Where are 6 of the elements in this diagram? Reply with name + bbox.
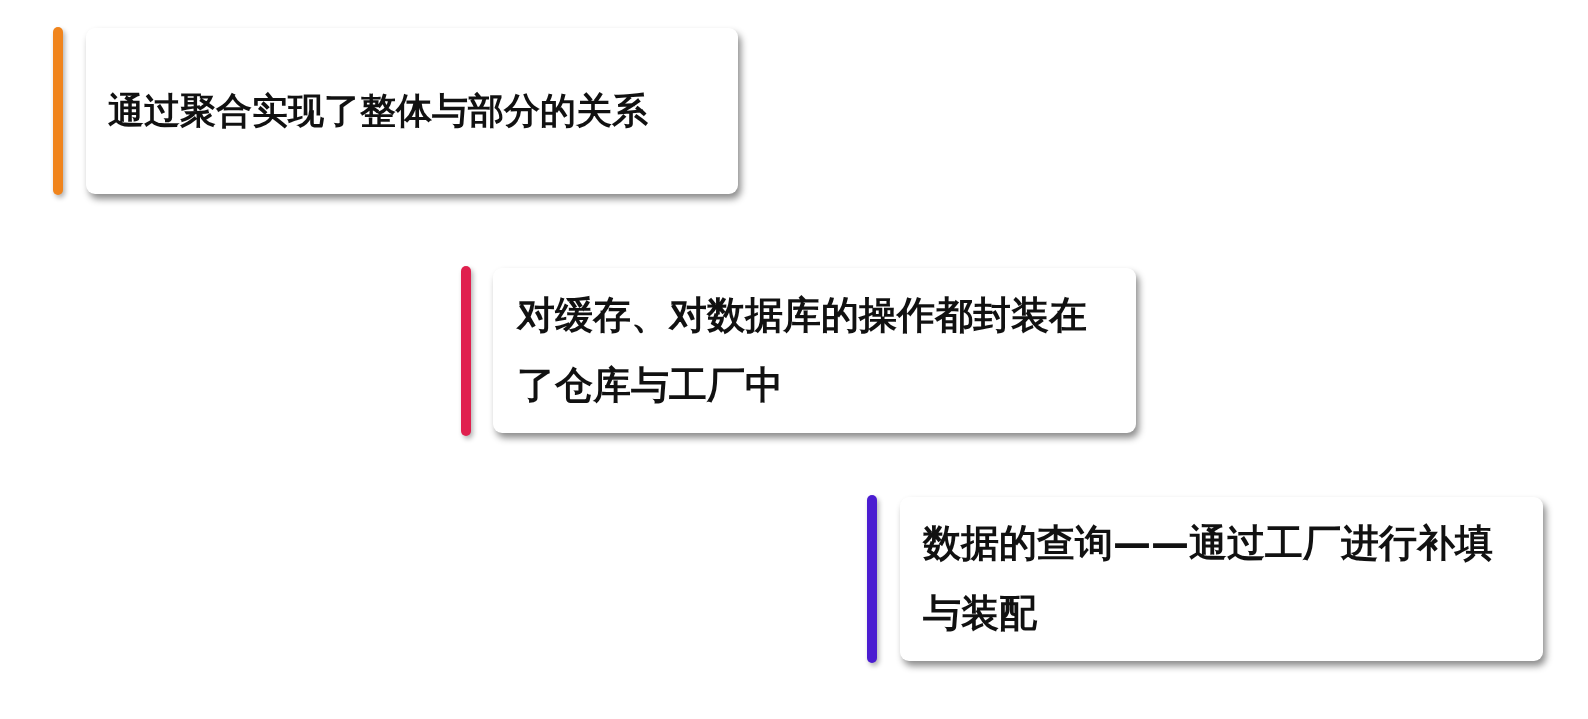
card-text: 对缓存、对数据库的操作都封装在了仓库与工厂中 [517,291,1088,409]
note-card [86,28,738,194]
note-card [493,268,1136,433]
card-text: 数据的查询——通过工厂进行补填与装配 [923,520,1494,637]
note-card [900,497,1543,661]
card-text: 通过聚合实现了整体与部分的关系 [108,88,649,133]
